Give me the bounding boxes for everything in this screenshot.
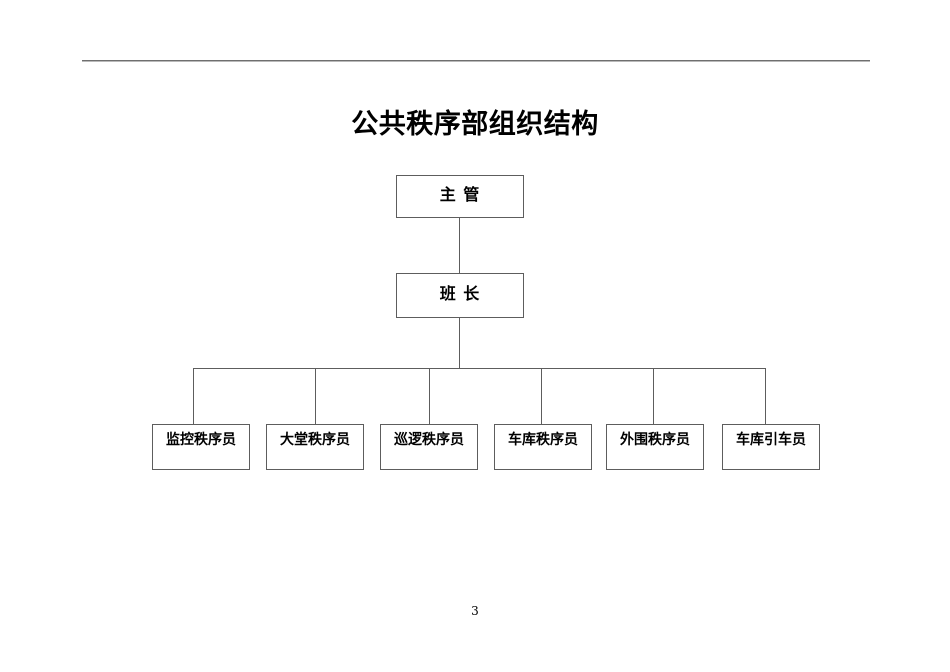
org-node-valet-officer[interactable]: 车库引车员	[722, 424, 820, 470]
org-node-team-leader[interactable]: 班 长	[396, 273, 524, 318]
page-number: 3	[471, 604, 479, 618]
org-node-label: 主 管	[439, 185, 481, 204]
connector-horizontal-bus	[193, 368, 766, 369]
org-node-label: 巡逻秩序员	[394, 432, 464, 448]
connector-supervisor-to-leader	[459, 218, 460, 273]
org-node-label: 车库秩序员	[508, 432, 578, 448]
connector-drop-valet	[765, 368, 766, 424]
org-node-label: 监控秩序员	[166, 432, 236, 448]
org-node-label: 外围秩序员	[620, 432, 690, 448]
org-node-label: 车库引车员	[736, 432, 806, 448]
connector-drop-patrol	[429, 368, 430, 424]
org-node-garage-officer[interactable]: 车库秩序员	[494, 424, 592, 470]
connector-drop-garage	[541, 368, 542, 424]
connector-drop-lobby	[315, 368, 316, 424]
org-node-perimeter-officer[interactable]: 外围秩序员	[606, 424, 704, 470]
org-node-patrol-officer[interactable]: 巡逻秩序员	[380, 424, 478, 470]
header-rule	[82, 60, 870, 62]
connector-leader-to-bus	[459, 318, 460, 368]
org-node-supervisor[interactable]: 主 管	[396, 175, 524, 218]
org-node-lobby-officer[interactable]: 大堂秩序员	[266, 424, 364, 470]
org-node-label: 班 长	[439, 284, 481, 303]
connector-drop-perimeter	[653, 368, 654, 424]
connector-drop-monitoring	[193, 368, 194, 424]
org-node-monitoring-officer[interactable]: 监控秩序员	[152, 424, 250, 470]
page-title: 公共秩序部组织结构	[351, 109, 599, 140]
org-node-label: 大堂秩序员	[280, 432, 350, 448]
